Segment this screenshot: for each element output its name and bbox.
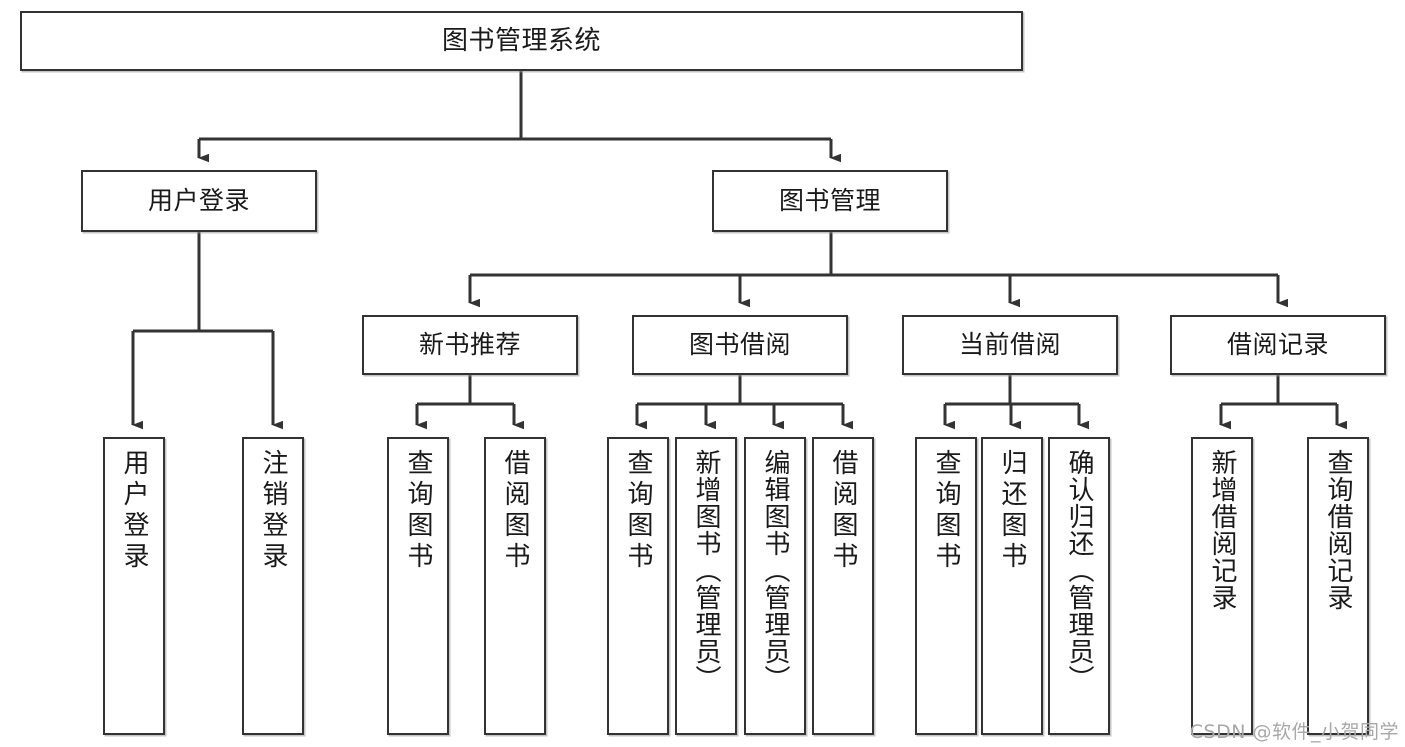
node-label: 查询借阅记录: [1323, 449, 1353, 611]
node-label: 当前借阅: [958, 330, 1061, 360]
node-label: 注销登录: [258, 449, 288, 573]
node-label: 图书借阅: [688, 330, 791, 360]
node-label: 新书推荐: [418, 330, 521, 360]
node-current-borrow[interactable]: 当前借阅: [902, 315, 1118, 375]
leaf-node-query-book-3[interactable]: 查询图书: [915, 437, 977, 735]
leaf-node-query-book-1[interactable]: 查询图书: [387, 437, 449, 735]
leaf-node-borrow-book-2[interactable]: 借阅图书: [812, 437, 874, 735]
node-label: 归还图书: [997, 449, 1027, 573]
node-label: 用户登录: [119, 449, 149, 573]
node-label: 查询图书: [623, 449, 653, 573]
node-label: 图书管理系统: [441, 25, 601, 56]
node-root-book-management-system[interactable]: 图书管理系统: [20, 11, 1023, 71]
leaf-node-confirm-return[interactable]: 确认归还（管理员）: [1048, 437, 1110, 735]
node-new-book-recommend[interactable]: 新书推荐: [362, 315, 578, 375]
node-book-management[interactable]: 图书管理: [712, 170, 948, 232]
node-book-borrow[interactable]: 图书借阅: [632, 315, 848, 375]
node-label: 图书管理: [778, 186, 881, 216]
csdn-watermark: CSDN @软件_小贺同学: [1189, 721, 1399, 743]
leaf-node-query-book-2[interactable]: 查询图书: [607, 437, 669, 735]
node-label: 借阅记录: [1226, 330, 1329, 360]
node-label: 借阅图书: [828, 449, 858, 573]
node-label: 用户登录: [147, 186, 250, 216]
node-label: 新增借阅记录: [1207, 449, 1237, 611]
node-label: 编辑图书（管理员）: [760, 449, 790, 692]
leaf-node-return-book[interactable]: 归还图书: [981, 437, 1043, 735]
leaf-node-query-borrow-record[interactable]: 查询借阅记录: [1307, 437, 1369, 735]
leaf-node-user-login[interactable]: 用户登录: [103, 437, 165, 735]
node-label: 确认归还（管理员）: [1064, 449, 1094, 692]
node-borrow-record[interactable]: 借阅记录: [1170, 315, 1386, 375]
node-user-login[interactable]: 用户登录: [81, 170, 317, 232]
leaf-node-add-borrow-record[interactable]: 新增借阅记录: [1191, 437, 1253, 735]
leaf-node-add-book[interactable]: 新增图书（管理员）: [675, 437, 737, 735]
node-label: 借阅图书: [500, 449, 530, 573]
leaf-node-logout-login[interactable]: 注销登录: [242, 437, 304, 735]
node-label: 查询图书: [403, 449, 433, 573]
node-label: 查询图书: [931, 449, 961, 573]
node-label: 新增图书（管理员）: [691, 449, 721, 692]
leaf-node-borrow-book-1[interactable]: 借阅图书: [484, 437, 546, 735]
leaf-node-edit-book[interactable]: 编辑图书（管理员）: [744, 437, 806, 735]
